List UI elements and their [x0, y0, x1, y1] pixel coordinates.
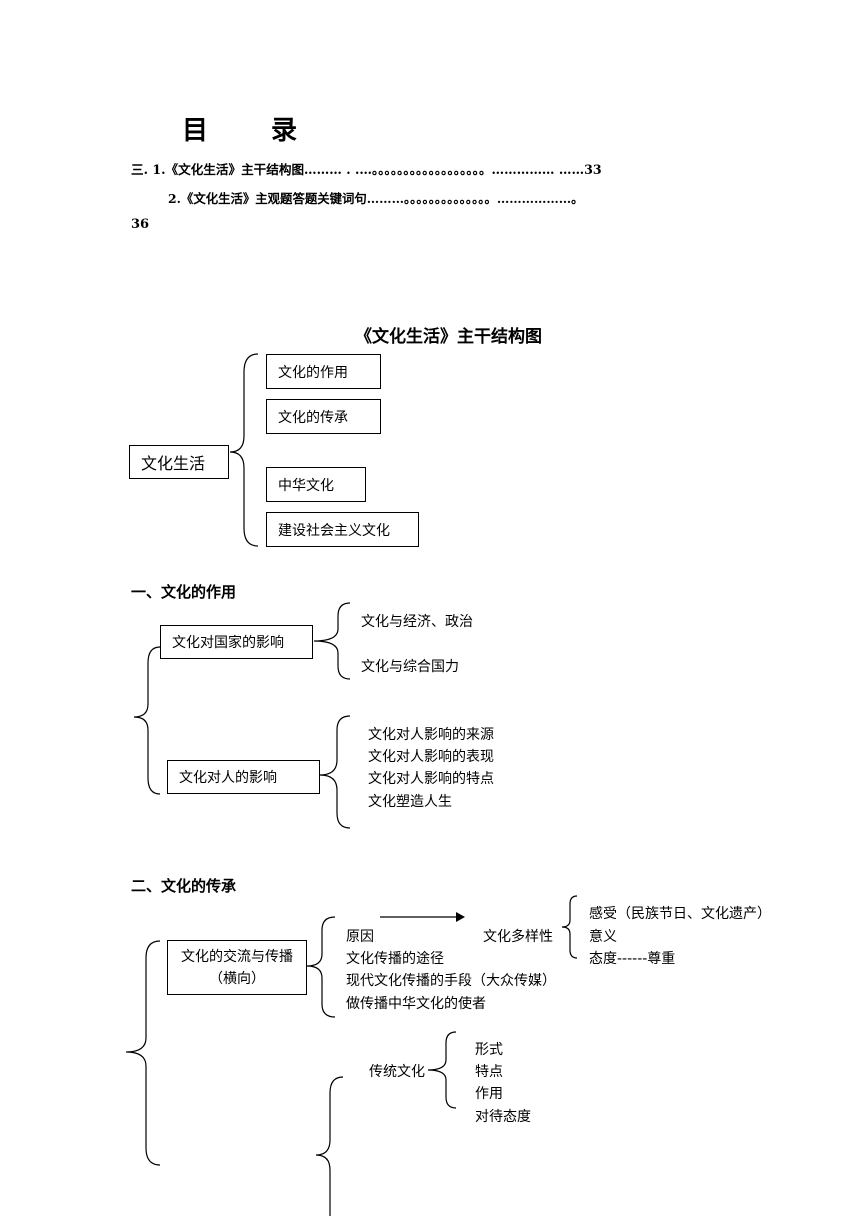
person-brace [319, 715, 351, 829]
exchange-brace [306, 916, 336, 1018]
exchange-box: 文化的交流与传播 （横向） [167, 940, 307, 995]
overview-item-1: 文化的作用 [266, 354, 381, 389]
overview-item-4: 建设社会主义文化 [266, 512, 419, 547]
nation-box: 文化对国家的影响 [160, 625, 313, 659]
exchange-item-1: 文化传播的途径 [346, 951, 444, 967]
diversity-label: 文化多样性 [483, 929, 553, 945]
arrow-head-icon [456, 912, 465, 922]
section1-outer-brace [133, 646, 161, 795]
exchange-box-line2: （横向） [209, 970, 265, 987]
toc-entry-2[interactable]: 2.《文化生活》主观题答题关键词句………。。。。。。。。。。。。。。………………… [168, 191, 584, 206]
person-item-2: 文化对人影响的表现 [368, 749, 494, 765]
tradition-item-1: 形式 [475, 1042, 503, 1058]
nation-item-2: 文化与综合国力 [361, 659, 459, 675]
diversity-brace [561, 895, 578, 959]
exchange-item-3: 做传播中华文化的使者 [346, 996, 486, 1012]
overview-item-2: 文化的传承 [266, 399, 381, 434]
section2-heading: 二、文化的传承 [131, 877, 237, 895]
tradition-item-3: 作用 [475, 1086, 503, 1102]
toc-entry-1[interactable]: 三. 1.《文化生活》主干结构图……… . .…。。。。。。。。。。。。。。。。… [131, 162, 602, 177]
person-item-4: 文化塑造人生 [368, 794, 452, 810]
nation-item-1: 文化与经济、政治 [361, 614, 473, 630]
exchange-item-2: 现代文化传播的手段（大众传媒） [346, 973, 556, 989]
tradition-label: 传统文化 [369, 1064, 425, 1080]
person-box: 文化对人的影响 [167, 760, 320, 794]
page-title: 《文化生活》主干结构图 [355, 327, 542, 347]
diversity-item-2: 意义 [589, 929, 617, 945]
toc-title-left: 目 [182, 116, 209, 146]
diversity-item-1: 感受（民族节日、文化遗产） [589, 906, 771, 922]
exchange-box-line1: 文化的交流与传播 [181, 948, 293, 965]
reason-label: 原因 [346, 929, 374, 945]
tradition-brace [427, 1031, 457, 1109]
toc-entry-2-page: 36 [131, 217, 150, 232]
overview-item-3: 中华文化 [266, 467, 366, 502]
toc-title-right: 录 [271, 116, 298, 146]
section1-heading: 一、文化的作用 [131, 583, 237, 601]
person-item-1: 文化对人影响的来源 [368, 727, 494, 743]
person-item-3: 文化对人影响的特点 [368, 771, 494, 787]
overview-brace [229, 353, 259, 547]
overview-root-box: 文化生活 [129, 445, 229, 479]
diversity-item-3: 态度------尊重 [589, 951, 676, 967]
tradition-item-2: 特点 [475, 1064, 503, 1080]
tradition-item-4: 对待态度 [475, 1109, 531, 1125]
section2-outer-brace [125, 940, 161, 1166]
lower-brace [315, 1076, 344, 1216]
nation-brace [313, 602, 351, 680]
